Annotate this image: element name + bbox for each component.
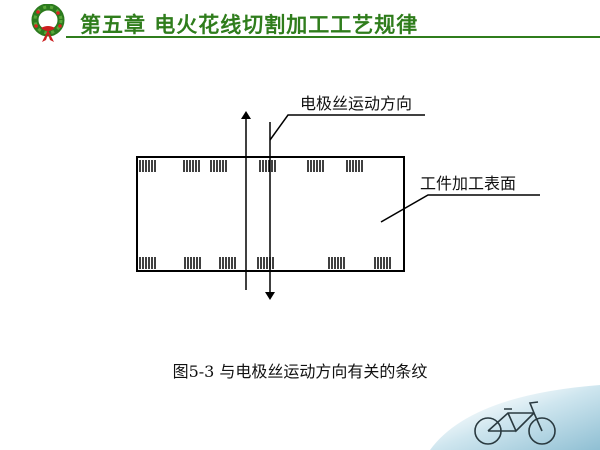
header-divider bbox=[66, 36, 600, 38]
figure-caption: 图5-3 与电极丝运动方向有关的条纹 bbox=[172, 362, 428, 381]
label-work-surface: 工件加工表面 bbox=[420, 174, 516, 193]
leader-line-wire bbox=[269, 114, 425, 141]
stripe-marks-bottom bbox=[139, 257, 391, 269]
christmas-wreath-icon bbox=[31, 4, 65, 42]
label-wire-direction: 电极丝运动方向 bbox=[300, 94, 412, 113]
page-title: 第五章 电火花线切割加工工艺规律 bbox=[80, 12, 419, 37]
slide-header: 第五章 电火花线切割加工工艺规律 bbox=[0, 0, 600, 46]
leader-line-surface bbox=[380, 194, 540, 223]
bicycle-decoration bbox=[430, 385, 600, 450]
stripe-marks-top bbox=[139, 160, 363, 172]
